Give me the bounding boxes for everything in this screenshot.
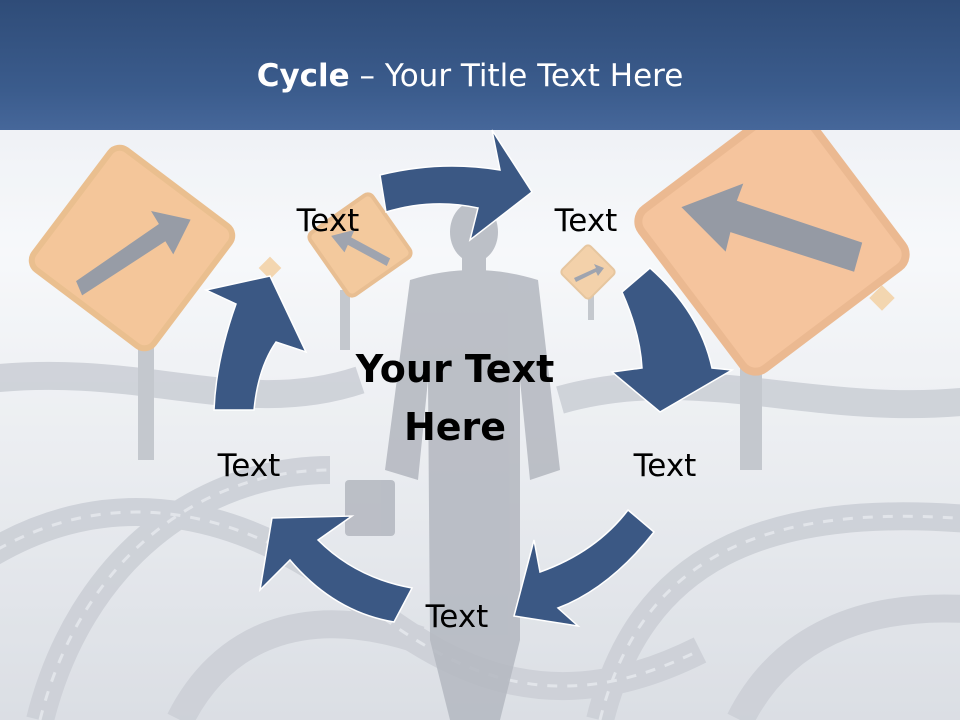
cycle-label-top-left: Text	[296, 203, 360, 239]
center-text-line1: Your Text	[355, 347, 555, 391]
slide-title: Cycle – Your Title Text Here	[0, 56, 940, 96]
title-rest: – Your Title Text Here	[349, 58, 684, 94]
road-sign-icon	[307, 192, 413, 298]
cycle-arrow-icon	[610, 267, 735, 413]
title-band	[0, 0, 960, 130]
center-text: Your Text Here	[335, 340, 575, 456]
cycle-label-bottom: Text	[425, 599, 489, 635]
cycle-arrow-icon	[258, 515, 414, 623]
cycle-label-right: Text	[633, 448, 697, 484]
center-text-line2: Here	[403, 405, 507, 449]
cycle-label-left: Text	[217, 448, 281, 484]
cycle-arrow-icon	[379, 129, 534, 242]
road-sign-icon	[28, 144, 236, 352]
road-sign-icon	[560, 244, 616, 300]
title-bold: Cycle	[256, 58, 350, 94]
cycle-label-top-right: Text	[554, 203, 618, 239]
cycle-arrow-icon	[203, 275, 308, 411]
cycle-arrow-icon	[513, 508, 656, 628]
road-sign-icon	[634, 100, 910, 376]
